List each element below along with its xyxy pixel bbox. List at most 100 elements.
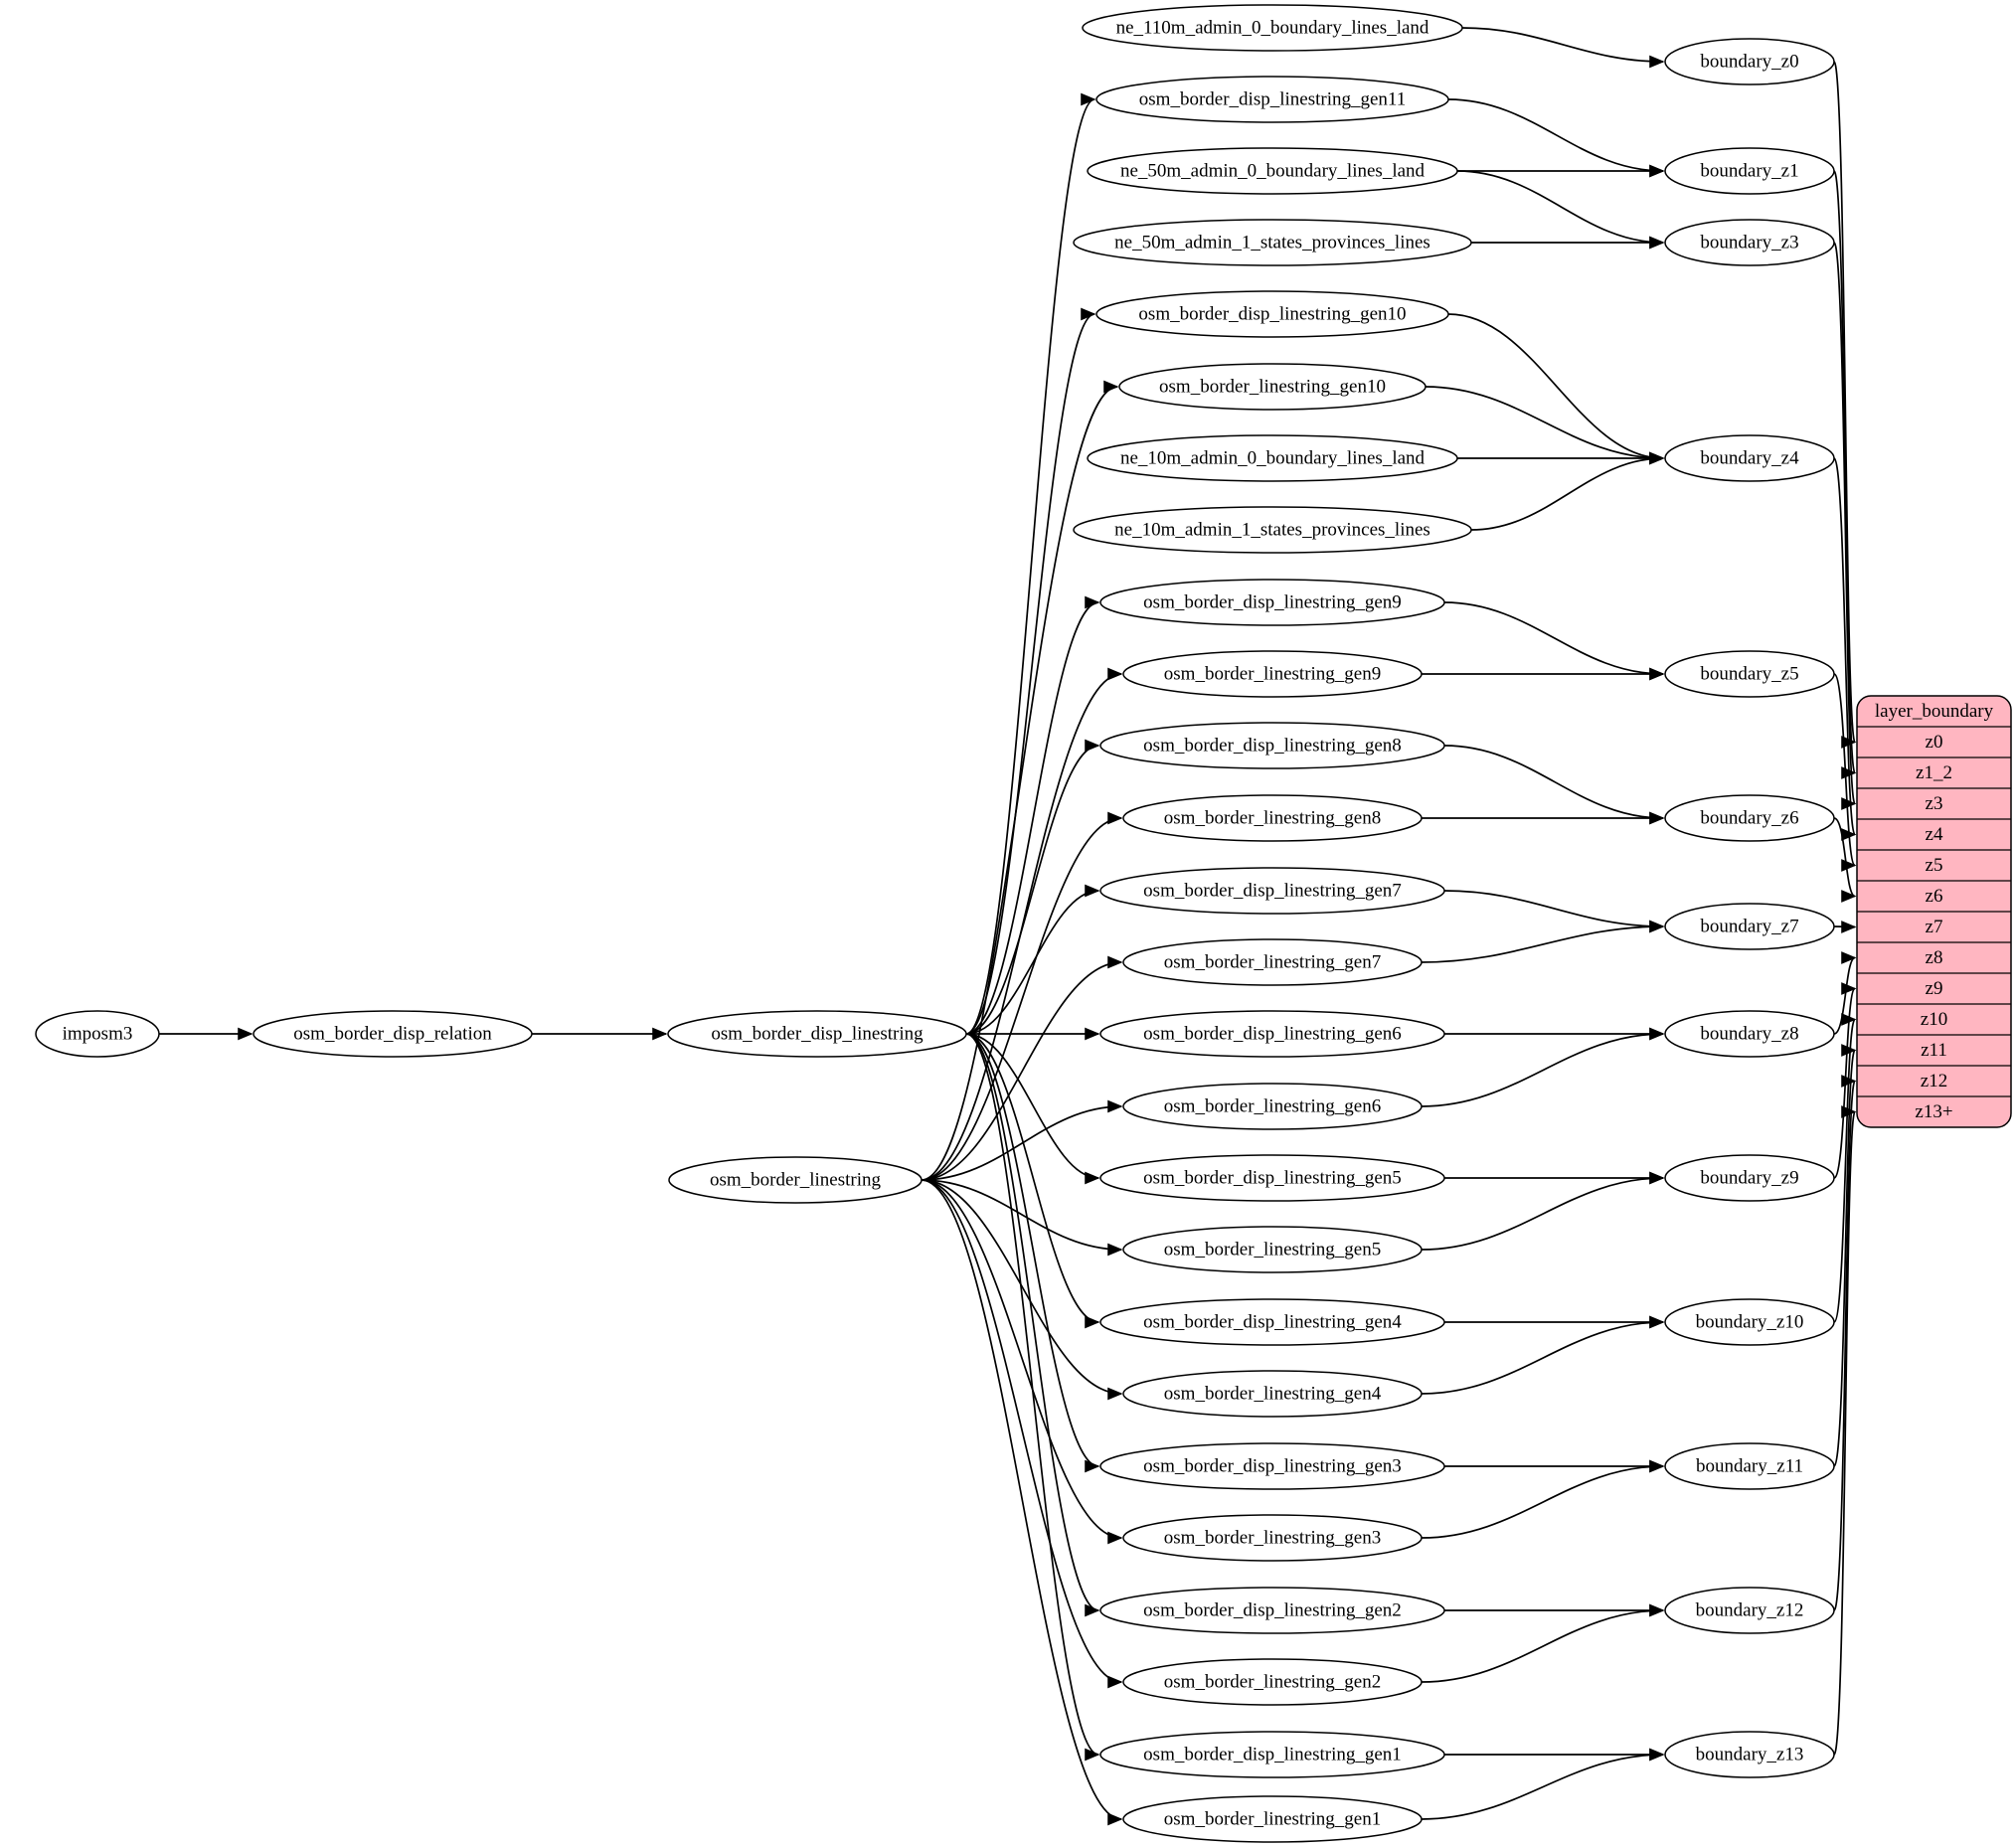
- node-boundary_z11: boundary_z11: [1664, 1442, 1835, 1490]
- edge-boundary_z4--layer_boundary-z4: [1833, 457, 1857, 841]
- edge-boundary_z5--layer_boundary-z5: [1833, 673, 1857, 872]
- node-boundary_z6: boundary_z6: [1664, 794, 1835, 842]
- node-label-osm_border_linestring_gen10: osm_border_linestring_gen10: [1159, 377, 1386, 398]
- node-osm_border_linestring_gen6: osm_border_linestring_gen6: [1122, 1083, 1423, 1130]
- node-label-osm_border_linestring_gen2: osm_border_linestring_gen2: [1164, 1672, 1381, 1693]
- node-label-boundary_z8: boundary_z8: [1700, 1024, 1798, 1045]
- record-layer_boundary: layer_boundaryz0z1_2z3z4z5z6z7z8z9z10z11…: [1856, 695, 2012, 1128]
- record-row-z12: z12: [1921, 1071, 1947, 1092]
- edge-boundary_z3--layer_boundary-z3: [1833, 242, 1857, 810]
- node-label-ne_110m_admin_0_boundary_lines_land: ne_110m_admin_0_boundary_lines_land: [1116, 18, 1429, 39]
- node-label-osm_border_disp_linestring_gen10: osm_border_disp_linestring_gen10: [1138, 304, 1406, 325]
- edge-boundary_z1--layer_boundary-z1_2: [1833, 170, 1857, 779]
- edge-boundary_z8--layer_boundary-z8: [1833, 951, 1857, 1035]
- edge-osm_border_linestring_gen3--boundary_z11: [1421, 1459, 1665, 1539]
- edge-osm_border_disp_linestring_gen11--boundary_z1: [1447, 98, 1665, 178]
- record-row-z10: z10: [1921, 1009, 1947, 1030]
- node-label-osm_border_disp_linestring_gen2: osm_border_disp_linestring_gen2: [1143, 1600, 1402, 1621]
- node-osm_border_linestring_gen2: osm_border_linestring_gen2: [1122, 1658, 1423, 1706]
- node-label-boundary_z13: boundary_z13: [1696, 1745, 1804, 1765]
- node-label-ne_50m_admin_0_boundary_lines_land: ne_50m_admin_0_boundary_lines_land: [1120, 161, 1426, 182]
- node-osm_border_disp_relation: osm_border_disp_relation: [252, 1010, 533, 1058]
- node-osm_border_linestring_gen8: osm_border_linestring_gen8: [1122, 794, 1423, 842]
- edge-osm_border_linestring_gen1--boundary_z13: [1421, 1748, 1665, 1820]
- node-boundary_z7: boundary_z7: [1664, 903, 1835, 950]
- node-osm_border_linestring_gen7: osm_border_linestring_gen7: [1122, 938, 1423, 986]
- edge-osm_border_disp_linestring_gen10--boundary_z4: [1447, 313, 1665, 465]
- node-ne_50m_admin_1_states_provinces_lines: ne_50m_admin_1_states_provinces_lines: [1073, 219, 1472, 266]
- node-boundary_z9: boundary_z9: [1664, 1154, 1835, 1202]
- edge-osm_border_disp_linestring--osm_border_disp_linestring_gen8: [965, 739, 1100, 1035]
- node-boundary_z4: boundary_z4: [1664, 434, 1835, 482]
- node-boundary_z0: boundary_z0: [1664, 38, 1835, 85]
- node-label-osm_border_disp_linestring_gen7: osm_border_disp_linestring_gen7: [1143, 881, 1402, 902]
- node-ne_10m_admin_1_states_provinces_lines: ne_10m_admin_1_states_provinces_lines: [1073, 506, 1472, 554]
- node-label-boundary_z5: boundary_z5: [1700, 664, 1798, 685]
- node-label-osm_border_linestring_gen3: osm_border_linestring_gen3: [1164, 1528, 1381, 1549]
- record-row-z13+: z13+: [1915, 1101, 1952, 1122]
- edge-osm_border_disp_linestring--osm_border_disp_linestring_gen4: [965, 1033, 1100, 1329]
- record-row-z0: z0: [1926, 732, 1943, 753]
- node-ne_50m_admin_0_boundary_lines_land: ne_50m_admin_0_boundary_lines_land: [1087, 147, 1458, 195]
- node-ne_110m_admin_0_boundary_lines_land: ne_110m_admin_0_boundary_lines_land: [1082, 4, 1463, 52]
- node-label-osm_border_disp_linestring_gen1: osm_border_disp_linestring_gen1: [1143, 1745, 1402, 1765]
- edge-osm_border_linestring_gen7--boundary_z7: [1421, 920, 1665, 963]
- node-osm_border_disp_linestring_gen2: osm_border_disp_linestring_gen2: [1099, 1587, 1445, 1634]
- edge-osm_border_linestring--osm_border_linestring_gen5: [921, 1179, 1123, 1257]
- node-label-boundary_z6: boundary_z6: [1700, 808, 1798, 829]
- edge-boundary_z10--layer_boundary-z10: [1833, 1013, 1857, 1323]
- node-label-osm_border_disp_linestring_gen5: osm_border_disp_linestring_gen5: [1143, 1168, 1402, 1189]
- node-label-ne_10m_admin_1_states_provinces_lines: ne_10m_admin_1_states_provinces_lines: [1114, 520, 1430, 541]
- node-osm_border_disp_linestring_gen6: osm_border_disp_linestring_gen6: [1099, 1010, 1445, 1058]
- node-label-osm_border_linestring_gen7: osm_border_linestring_gen7: [1164, 952, 1381, 973]
- record-row-z7: z7: [1926, 917, 1943, 937]
- edge-osm_border_disp_linestring_gen9--boundary_z5: [1443, 601, 1665, 681]
- edge-boundary_z7--layer_boundary-z7: [1833, 921, 1857, 933]
- edges-layer: [159, 27, 1857, 1826]
- record-title: layer_boundary: [1875, 701, 1994, 722]
- edge-osm_border_linestring--osm_border_linestring_gen10: [921, 380, 1119, 1181]
- node-label-osm_border_disp_linestring: osm_border_disp_linestring: [711, 1024, 924, 1045]
- record-row-z5: z5: [1926, 855, 1943, 876]
- node-boundary_z13: boundary_z13: [1664, 1731, 1835, 1778]
- edge-boundary_z13--layer_boundary-z13+: [1833, 1105, 1857, 1756]
- node-osm_border_linestring_gen9: osm_border_linestring_gen9: [1122, 650, 1423, 698]
- node-label-boundary_z3: boundary_z3: [1700, 233, 1798, 253]
- node-label-osm_border_disp_linestring_gen3: osm_border_disp_linestring_gen3: [1143, 1456, 1402, 1477]
- node-label-osm_border_linestring_gen9: osm_border_linestring_gen9: [1164, 664, 1381, 685]
- node-osm_border_linestring_gen3: osm_border_linestring_gen3: [1122, 1514, 1423, 1562]
- node-osm_border_disp_linestring_gen5: osm_border_disp_linestring_gen5: [1099, 1154, 1445, 1202]
- node-label-boundary_z0: boundary_z0: [1700, 52, 1798, 73]
- node-boundary_z12: boundary_z12: [1664, 1587, 1835, 1634]
- edge-osm_border_disp_linestring--osm_border_disp_linestring_gen11: [965, 92, 1096, 1035]
- node-osm_border_disp_linestring_gen4: osm_border_disp_linestring_gen4: [1099, 1298, 1445, 1346]
- edge-osm_border_linestring_gen2--boundary_z12: [1421, 1603, 1665, 1683]
- node-osm_border_disp_linestring_gen11: osm_border_disp_linestring_gen11: [1095, 76, 1449, 123]
- edge-osm_border_disp_linestring--osm_border_disp_linestring_gen3: [965, 1033, 1100, 1473]
- node-osm_border_linestring_gen5: osm_border_linestring_gen5: [1122, 1226, 1423, 1273]
- node-boundary_z1: boundary_z1: [1664, 147, 1835, 195]
- node-label-ne_10m_admin_0_boundary_lines_land: ne_10m_admin_0_boundary_lines_land: [1120, 448, 1426, 469]
- edge-ne_110m_admin_0_boundary_lines_land--boundary_z0: [1461, 27, 1665, 69]
- edge-boundary_z12--layer_boundary-z12: [1833, 1075, 1857, 1611]
- edge-osm_border_disp_linestring--osm_border_disp_linestring_gen9: [965, 595, 1100, 1035]
- node-label-boundary_z10: boundary_z10: [1696, 1312, 1804, 1333]
- edge-osm_border_linestring_gen4--boundary_z10: [1421, 1315, 1665, 1395]
- record-row-z9: z9: [1926, 978, 1943, 999]
- node-label-osm_border_disp_linestring_gen4: osm_border_disp_linestring_gen4: [1143, 1312, 1402, 1333]
- node-osm_border_disp_linestring_gen10: osm_border_disp_linestring_gen10: [1095, 290, 1449, 338]
- node-osm_border_disp_linestring_gen1: osm_border_disp_linestring_gen1: [1099, 1731, 1445, 1778]
- record-row-z8: z8: [1926, 947, 1943, 968]
- node-osm_border_disp_linestring_gen7: osm_border_disp_linestring_gen7: [1099, 867, 1445, 915]
- node-label-osm_border_linestring_gen5: osm_border_linestring_gen5: [1164, 1240, 1381, 1260]
- node-label-osm_border_disp_linestring_gen8: osm_border_disp_linestring_gen8: [1143, 736, 1402, 756]
- edge-osm_border_linestring--osm_border_linestring_gen2: [921, 1179, 1123, 1689]
- node-boundary_z5: boundary_z5: [1664, 650, 1835, 698]
- node-osm_border_linestring_gen1: osm_border_linestring_gen1: [1122, 1795, 1423, 1843]
- record-row-z1_2: z1_2: [1916, 762, 1952, 783]
- edge-osm_border_linestring_gen6--boundary_z8: [1421, 1027, 1665, 1107]
- record-row-z3: z3: [1926, 793, 1943, 814]
- edge-osm_border_linestring--osm_border_linestring_gen4: [921, 1179, 1123, 1401]
